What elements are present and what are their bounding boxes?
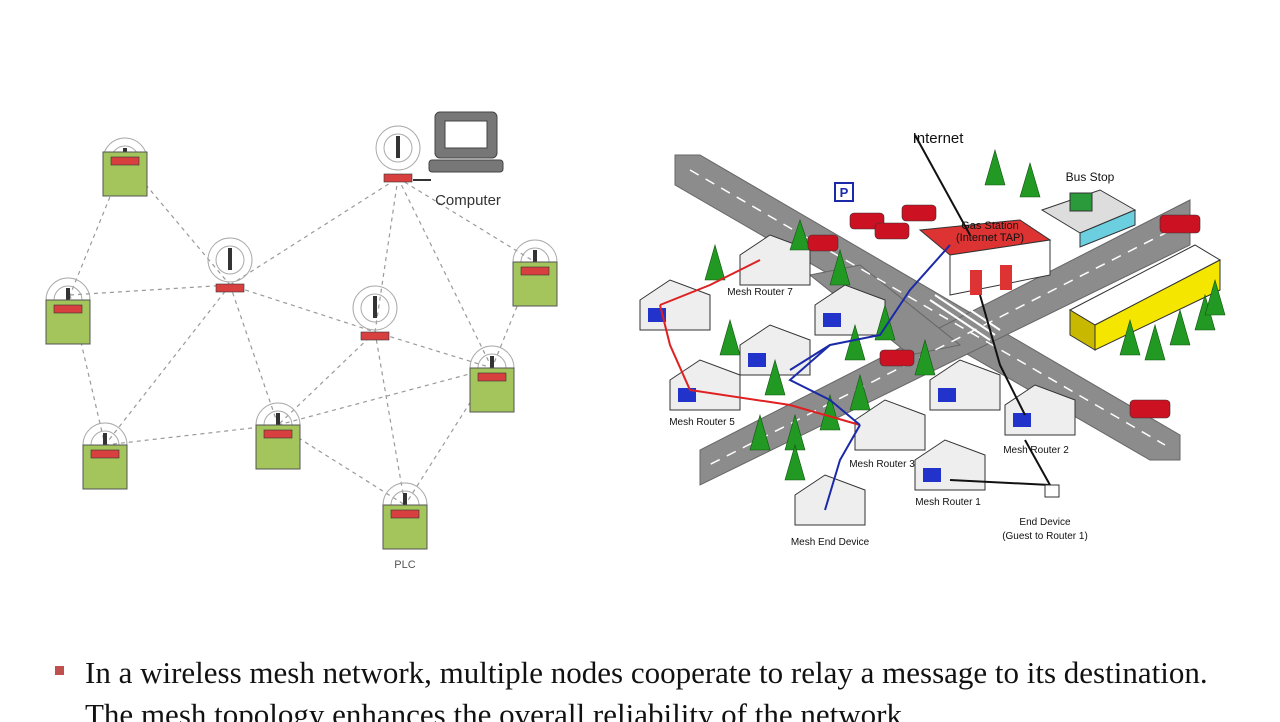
- house: [739, 324, 811, 376]
- house: [1004, 384, 1076, 436]
- gas-station: [918, 219, 1052, 296]
- house: [854, 399, 926, 451]
- mesh-links-red: [659, 259, 861, 426]
- mesh-router-2-label: Mesh Router 2: [1003, 445, 1069, 456]
- mesh-router-1-label: Mesh Router 1: [915, 497, 981, 508]
- mesh-node-box: [512, 239, 558, 307]
- mesh-router-3-label: Mesh Router 3: [849, 459, 915, 470]
- mesh-router-5-label: Mesh Router 5: [669, 417, 735, 428]
- bullet-marker: [55, 666, 64, 675]
- end-device-sub-label: (Guest to Router 1): [1002, 531, 1088, 542]
- mesh-node-box: [102, 137, 148, 197]
- end-device-icon: [1044, 484, 1060, 498]
- mesh-end-device-label: Mesh End Device: [791, 537, 870, 548]
- mesh-node-box: [255, 402, 301, 470]
- bus-stop: [1040, 189, 1137, 248]
- house: [639, 279, 711, 331]
- mesh-node-box: [82, 422, 128, 490]
- mesh-topology-diagram: Computer PLC: [45, 111, 558, 571]
- bullet-text: In a wireless mesh network, multiple nod…: [85, 655, 1208, 722]
- crosswalk: [929, 289, 1001, 341]
- parking-sign: P: [840, 185, 849, 200]
- cars: [807, 204, 1201, 419]
- computer-label: Computer: [435, 192, 501, 209]
- gas-station-label: Gas Station: [961, 220, 1018, 232]
- mesh-links: [69, 159, 536, 506]
- computer-icon: [413, 111, 504, 181]
- bus-stop-label: Bus Stop: [1066, 170, 1115, 184]
- city-mesh-diagram: P Internet Bus Stop Gas Station (Interne…: [639, 130, 1226, 548]
- mesh-links-black: [914, 134, 1051, 486]
- house: [669, 359, 741, 411]
- mesh-router-7-label: Mesh Router 7: [727, 287, 793, 298]
- mesh-node-router: [375, 125, 421, 183]
- mesh-node-box: [469, 345, 515, 413]
- road-markings: [689, 169, 1186, 468]
- trees: [704, 148, 1226, 481]
- mesh-links-blue: [788, 244, 951, 511]
- internet-label: Internet: [913, 130, 965, 147]
- house: [794, 474, 866, 526]
- house: [929, 359, 1001, 411]
- internet-tap-label: (Internet TAP): [956, 232, 1024, 244]
- mesh-node-router: [207, 237, 253, 293]
- mesh-node-plc: [382, 482, 428, 550]
- plc-label: PLC: [394, 559, 415, 571]
- mesh-node-router: [352, 285, 398, 341]
- parking-sign-box: [834, 182, 854, 202]
- house: [914, 439, 986, 491]
- bullet-point: In a wireless mesh network, multiple nod…: [55, 652, 1255, 722]
- end-device-label: End Device: [1019, 517, 1071, 528]
- yellow-building: [1068, 244, 1222, 351]
- mesh-node-box: [45, 277, 91, 345]
